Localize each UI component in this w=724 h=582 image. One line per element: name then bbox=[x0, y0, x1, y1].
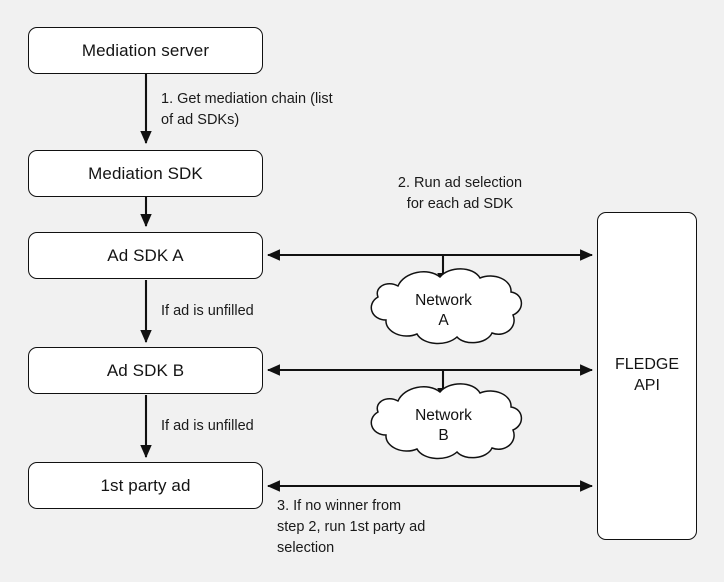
node-first-party-ad-label: 1st party ad bbox=[100, 475, 191, 495]
node-ad-sdk-b-label: Ad SDK B bbox=[106, 360, 185, 380]
node-mediation-server-label: Mediation server bbox=[81, 40, 210, 60]
node-ad-sdk-a[interactable]: Ad SDK A bbox=[28, 232, 263, 279]
edge-label-step-1: 1. Get mediation chain (list of ad SDKs) bbox=[161, 91, 333, 129]
node-fledge-api[interactable]: FLEDGE API bbox=[597, 212, 697, 540]
node-mediation-sdk-label: Mediation SDK bbox=[88, 163, 203, 183]
network-a-cloud-shape bbox=[370, 268, 523, 345]
network-a-label: Network A bbox=[415, 292, 472, 330]
node-fledge-api-label: FLEDGE API bbox=[614, 356, 679, 394]
node-ad-sdk-b[interactable]: Ad SDK B bbox=[28, 347, 263, 394]
edge-label-step-3: 3. If no winner from step 2, run 1st par… bbox=[277, 498, 426, 557]
node-first-party-ad[interactable]: 1st party ad bbox=[28, 462, 263, 509]
network-b-label: Network B bbox=[415, 407, 472, 445]
network-b-cloud-shape bbox=[370, 383, 523, 460]
edge-label-step-2: 2. Run ad selection for each ad SDK bbox=[397, 175, 523, 213]
node-mediation-sdk[interactable]: Mediation SDK bbox=[28, 150, 263, 197]
node-ad-sdk-a-label: Ad SDK A bbox=[107, 245, 184, 265]
node-mediation-server[interactable]: Mediation server bbox=[28, 27, 263, 74]
edge-label-unfilled-a: If ad is unfilled bbox=[161, 303, 254, 319]
edge-label-unfilled-b: If ad is unfilled bbox=[161, 418, 254, 434]
